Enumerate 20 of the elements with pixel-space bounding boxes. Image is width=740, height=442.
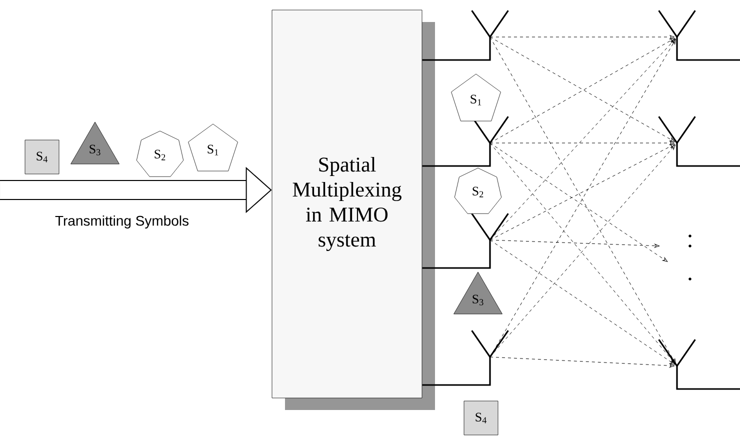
arrow: [490, 356, 675, 368]
arrow: [490, 144, 675, 240]
feed-line: [422, 357, 491, 386]
arrow: [490, 35, 675, 39]
antenna: [471, 213, 509, 242]
process-box: Spatial Multiplexing in MIMO system: [272, 10, 435, 410]
arrow: [490, 240, 675, 365]
arrow: [490, 240, 660, 248]
antenna: [471, 330, 509, 358]
arrow: [490, 141, 675, 145]
feed-line: [422, 240, 491, 269]
feed-line: [422, 37, 491, 61]
antenna: [658, 339, 696, 368]
feed-line: [422, 143, 491, 167]
antenna: [658, 116, 696, 144]
edge-label: Transmitting Symbols: [55, 215, 188, 229]
arrow: [490, 38, 676, 240]
arrow: [490, 142, 668, 262]
antenna: [471, 10, 509, 38]
antenna: [658, 10, 696, 38]
